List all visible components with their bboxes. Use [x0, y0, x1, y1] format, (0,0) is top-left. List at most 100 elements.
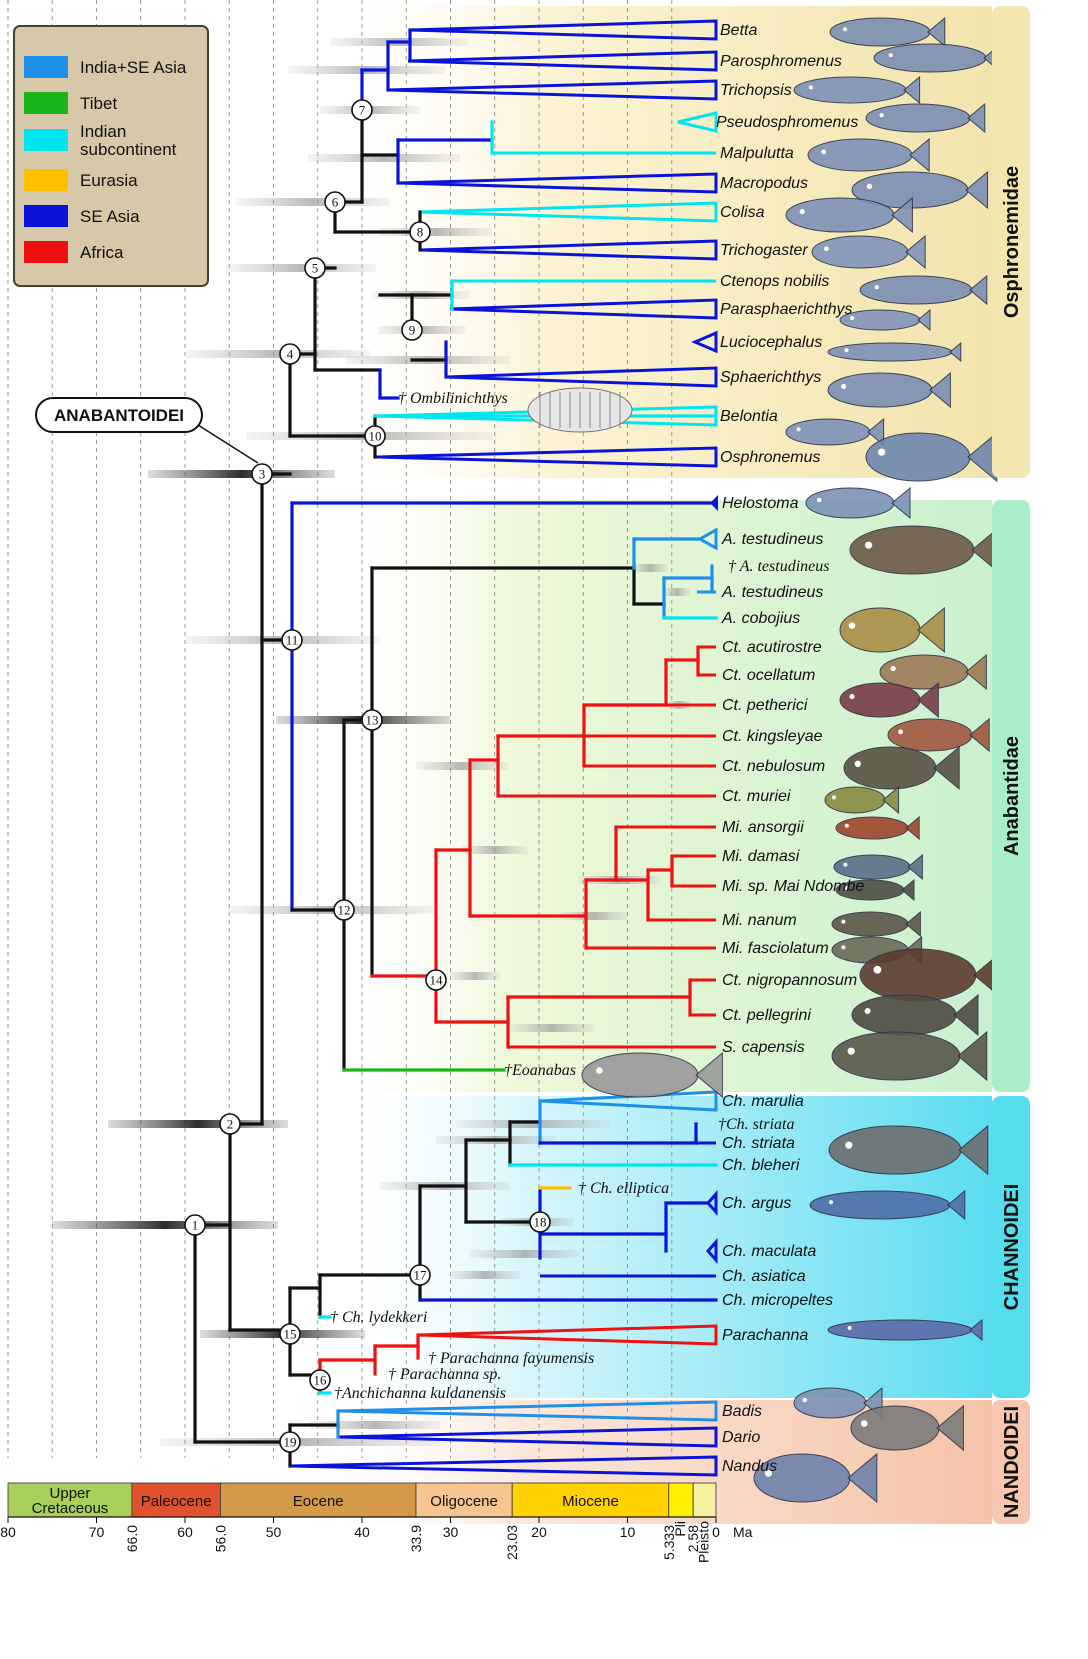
fish-body [794, 1388, 866, 1418]
fish-body [850, 526, 974, 574]
tip-label-chlyd: † Ch. lydekkeri [330, 1309, 427, 1326]
fish-body [828, 373, 932, 407]
fish-eye [845, 824, 849, 828]
tip-label-ctocel: Ct. ocellatum [722, 667, 815, 684]
tip-label-helost: Helostoma [722, 495, 799, 512]
node-number-5: 5 [312, 261, 319, 276]
tip-label-atest2: A. testudineus [721, 584, 823, 601]
tip-label-acobo: A. cobojius [721, 610, 800, 627]
axis-tick-label: 30 [443, 1524, 459, 1540]
tip-label-scap: S. capensis [722, 1039, 805, 1056]
legend-swatch [24, 205, 68, 227]
legend-swatch [24, 129, 68, 151]
epoch-boundary-label: 2.58 [685, 1525, 701, 1552]
fish-eye [861, 1420, 868, 1427]
fish-body [836, 817, 908, 839]
tip-label-atestf: † A. testudineus [728, 558, 829, 575]
fish-body [830, 18, 930, 46]
family-label-chan: CHANNOIDEI [1001, 1184, 1023, 1311]
tip-label-parosph: Parosphromenus [720, 53, 842, 70]
age-bar [664, 588, 690, 596]
legend-label-line: subcontinent [80, 140, 177, 159]
age-bar [470, 1250, 580, 1258]
tip-label-eoana: †Eoanabas [504, 1062, 576, 1079]
tip-label-ombil: † Ombilinichthys [398, 390, 508, 407]
age-bar [450, 1271, 520, 1279]
axis-tick-label: 10 [620, 1524, 636, 1540]
axis-unit: Ma [733, 1524, 753, 1540]
node-number-4: 4 [287, 347, 294, 362]
fish-eye [817, 498, 822, 503]
tip-label-ctking: Ct. kingsleyae [722, 728, 823, 745]
tip-label-badis: Badis [722, 1403, 762, 1420]
axis-tick-label: 0 [712, 1524, 720, 1540]
age-bar [462, 846, 528, 854]
tip-label-tricho: Trichopsis [720, 82, 792, 99]
tip-label-dario: Dario [722, 1429, 760, 1446]
fish-body [866, 104, 970, 132]
node-number-19: 19 [284, 1435, 297, 1450]
fish-body [786, 198, 894, 232]
age-bar [52, 1221, 278, 1229]
epoch-label: Oligocene [430, 1493, 498, 1510]
fish-body [852, 995, 956, 1035]
suborder-callout: ANABANTOIDEI [36, 398, 258, 463]
tip-label-para: Parachanna [722, 1327, 808, 1344]
epoch-boundary-label: 23.03 [504, 1525, 520, 1560]
fish-eye [880, 113, 884, 117]
node-number-1: 1 [192, 1218, 199, 1233]
fish-eye [803, 1398, 808, 1403]
fish-body [832, 912, 908, 936]
fish-body [812, 236, 908, 268]
fish-eye [843, 27, 847, 31]
age-bar [416, 762, 508, 770]
tip-label-pseudo: Pseudosphromenus [716, 114, 858, 131]
tip-label-sphaer: Sphaerichthys [720, 369, 821, 386]
fish-body [860, 949, 976, 1001]
fish-eye [841, 920, 845, 924]
tip-label-parasph: Parasphaerichthys [720, 301, 853, 318]
axis-tick-label: 60 [177, 1524, 193, 1540]
legend-swatch [24, 169, 68, 191]
age-bar [450, 972, 500, 980]
tip-label-mifas: Mi. fasciolatum [722, 940, 829, 957]
fish-eye [848, 1326, 852, 1330]
fish-eye [841, 384, 846, 389]
axis-tick-label: 50 [266, 1524, 282, 1540]
age-bar [236, 198, 390, 206]
tip-label-parsp: † Parachanna sp. [388, 1366, 501, 1383]
node-number-9: 9 [409, 323, 416, 338]
age-bar [186, 350, 370, 358]
fish-body [851, 1406, 939, 1450]
legend-label: India+SE Asia [80, 58, 187, 77]
fish-body [582, 1053, 698, 1097]
node-number-3: 3 [259, 467, 266, 482]
fish-body [806, 488, 894, 518]
legend-swatch [24, 92, 68, 114]
fish-eye [800, 209, 805, 214]
tip-label-nandus: Nandus [722, 1458, 777, 1475]
tip-label-ctnig: Ct. nigropannosum [722, 972, 857, 989]
fish-eye [898, 729, 903, 734]
tip-label-trichog: Trichogaster [720, 242, 808, 259]
tip-label-chmac: Ch. maculata [722, 1243, 816, 1260]
legend-label: SE Asia [80, 207, 140, 226]
tip-label-chstr: Ch. striata [722, 1135, 795, 1152]
fish-eye [875, 285, 879, 289]
fish-eye [848, 1048, 855, 1055]
tip-label-atest1: A. testudineus [721, 531, 823, 548]
tip-label-colisa: Colisa [720, 204, 765, 221]
fish-body [825, 787, 885, 813]
fish-eye [832, 795, 836, 799]
tip-label-betta: Betta [720, 22, 757, 39]
legend-swatch [24, 56, 68, 78]
epoch-boundary-label: 66.0 [124, 1525, 140, 1552]
axis-tick-label: 20 [531, 1524, 547, 1540]
tip-label-mimai: Mi. sp. Mai Ndombe [722, 878, 864, 895]
fish-eye [824, 246, 829, 251]
fish-eye [821, 149, 826, 154]
family-labels: OsphronemidaeAnabantidaeCHANNOIDEINANDOI… [992, 6, 1030, 1524]
node-number-15: 15 [284, 1327, 297, 1342]
